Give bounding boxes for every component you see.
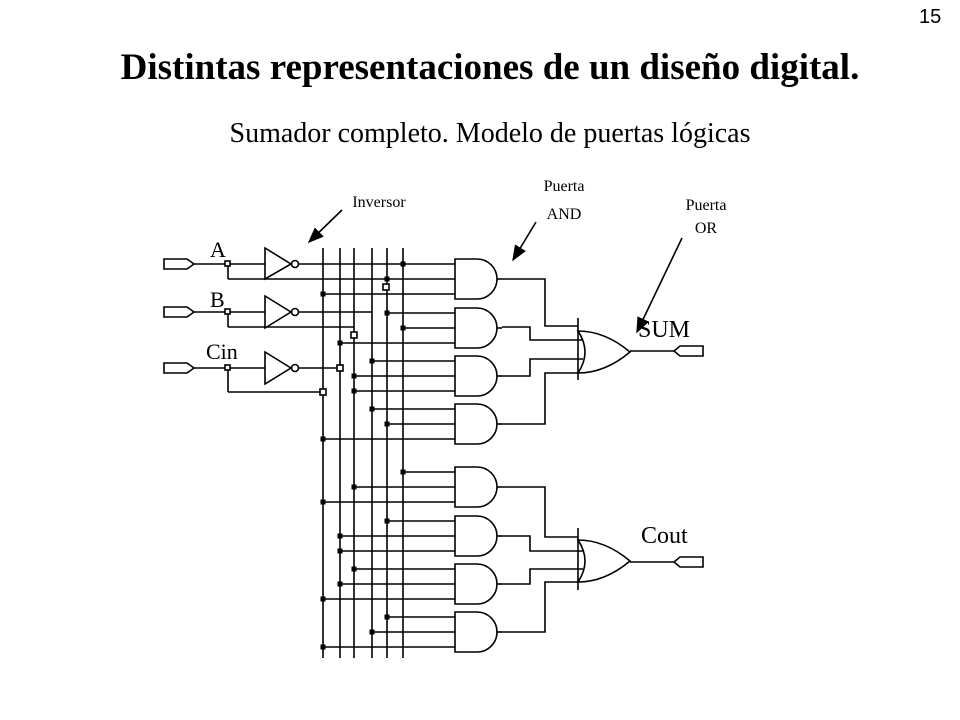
and-gate <box>454 563 498 605</box>
and-gate <box>454 611 498 653</box>
junction-dot <box>384 518 390 524</box>
inversor-arrow <box>307 209 343 244</box>
input-cin-label: Cin <box>206 339 238 364</box>
inverter-b <box>264 294 300 330</box>
inversor-label: Inversor <box>352 194 406 211</box>
output-cout-connector <box>672 556 704 568</box>
and-arrow <box>512 221 537 262</box>
inverter-cin <box>264 350 300 386</box>
junction-dot <box>351 373 357 379</box>
bus-tap <box>319 388 327 396</box>
slide-title: Distintas representaciones de un diseño … <box>120 47 860 88</box>
junction-dot <box>337 581 343 587</box>
and-gate <box>454 515 498 557</box>
junction-dot <box>369 629 375 635</box>
inverter-output-wires <box>298 263 403 369</box>
junction-dot <box>400 325 406 331</box>
and-gates <box>454 258 502 653</box>
junction-dot <box>351 388 357 394</box>
junction-dot <box>320 291 326 297</box>
junction-dot <box>400 469 406 475</box>
input-b-connector <box>163 306 196 318</box>
junction-dot <box>320 596 326 602</box>
junction-dot <box>320 499 326 505</box>
junction-dot <box>369 358 375 364</box>
junction-dot <box>384 276 390 282</box>
and-gate <box>454 258 498 300</box>
or-arrow <box>636 237 683 334</box>
slide-number: 15 <box>919 6 942 28</box>
and-gate-input-wires <box>323 263 455 648</box>
bus-tap <box>350 331 358 339</box>
and-gate <box>454 355 498 397</box>
or-gate-sum <box>576 330 632 374</box>
and-gate <box>454 403 498 445</box>
and-to-or-wires <box>502 278 583 633</box>
junction-dot <box>384 614 390 620</box>
or-label-line1: Puerta <box>686 197 727 214</box>
output-cout-label: Cout <box>641 523 688 549</box>
input-wires <box>194 263 385 393</box>
slide-subtitle: Sumador completo. Modelo de puertas lógi… <box>229 118 751 149</box>
bus-tap <box>336 364 344 372</box>
junction-dot <box>337 533 343 539</box>
input-a-label: A <box>210 237 226 262</box>
and-gate <box>454 307 498 349</box>
input-a-connector <box>163 258 196 270</box>
junction-box <box>224 364 231 371</box>
signal-bus <box>322 248 404 658</box>
junction-box <box>224 260 231 267</box>
and-gate <box>454 466 498 508</box>
bus-tap <box>382 283 390 291</box>
input-cin-connector <box>163 362 196 374</box>
and-label-line1: Puerta <box>544 178 585 195</box>
and-label-line2: AND <box>547 206 582 223</box>
junction-dot <box>337 340 343 346</box>
junction-dot <box>384 310 390 316</box>
junction-dots <box>320 261 406 650</box>
or-label-line2: OR <box>695 220 718 237</box>
junction-dot <box>351 484 357 490</box>
junction-dot <box>400 261 406 267</box>
junction-dot <box>369 406 375 412</box>
output-sum-label: SUM <box>638 317 690 343</box>
junction-dot <box>351 566 357 572</box>
junction-dot <box>337 548 343 554</box>
junction-dot <box>320 644 326 650</box>
junction-dot <box>320 436 326 442</box>
junction-dot <box>384 421 390 427</box>
input-b-label: B <box>210 287 225 312</box>
junction-box <box>224 308 231 315</box>
inverter-a <box>264 246 300 281</box>
or-gate-cout <box>576 539 632 583</box>
output-sum-connector <box>672 345 704 357</box>
